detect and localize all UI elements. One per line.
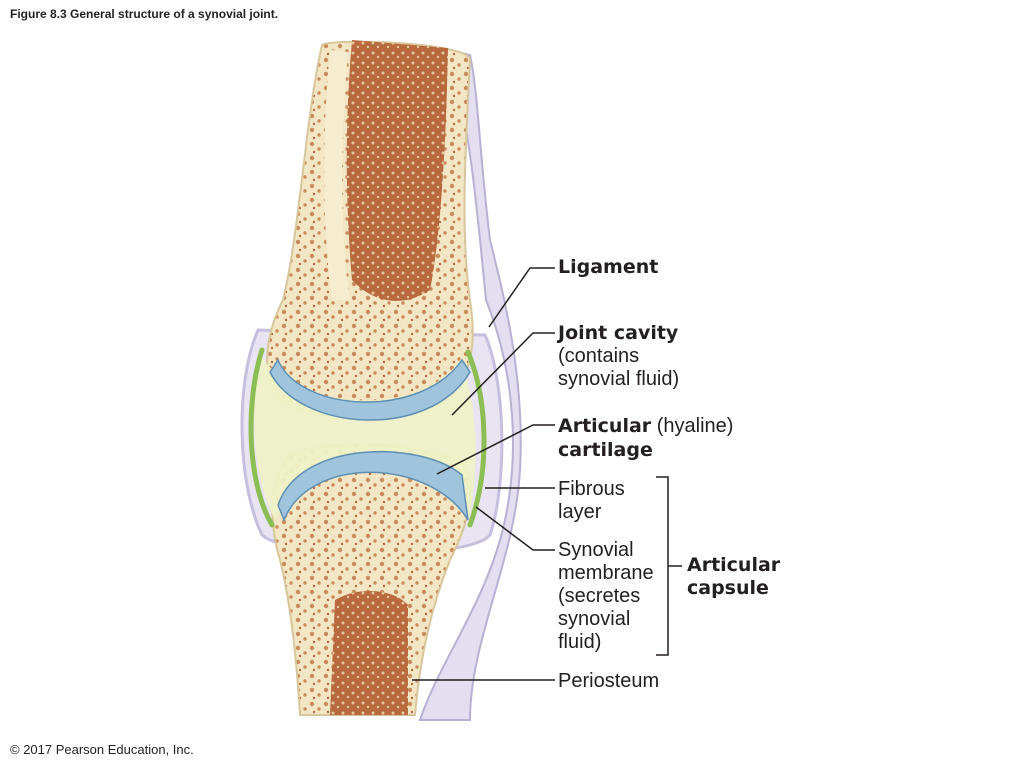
copyright-notice: © 2017 Pearson Education, Inc. xyxy=(10,742,194,757)
label-articular-capsule: Articular capsule xyxy=(687,554,781,599)
label-joint-cavity: Joint cavity xyxy=(558,322,679,344)
label-ligament: Ligament xyxy=(558,256,659,278)
upper-bone-cortex xyxy=(324,50,350,300)
leader-ligament xyxy=(488,267,555,328)
lower-articular-cartilage xyxy=(277,450,469,523)
label-periosteum: Periosteum xyxy=(558,670,660,692)
label-cartilage: cartilage xyxy=(558,439,653,461)
label-fibrous-layer: Fibrous layer xyxy=(558,478,625,523)
lower-marrow-cavity xyxy=(330,590,408,715)
label-hyaline: (hyaline) xyxy=(651,415,734,437)
label-joint-cavity-sub: (contains synovial fluid) xyxy=(558,345,680,390)
upper-marrow-cavity xyxy=(346,40,448,301)
leader-articular-cartilage xyxy=(436,424,555,475)
leader-synovial-membrane xyxy=(475,506,555,551)
label-articular-cartilage: Articular (hyaline) xyxy=(558,415,733,438)
figure-title: Figure 8.3 General structure of a synovi… xyxy=(10,7,279,21)
label-synovial-membrane: Synovial membrane (secretes synovial flu… xyxy=(558,539,654,653)
upper-articular-cartilage xyxy=(269,358,471,421)
label-articular: Articular xyxy=(558,415,652,437)
capsule-bracket xyxy=(656,476,669,656)
leader-joint-cavity xyxy=(451,332,555,416)
ligament-sheath xyxy=(418,48,522,721)
synovial-membrane xyxy=(248,347,487,528)
